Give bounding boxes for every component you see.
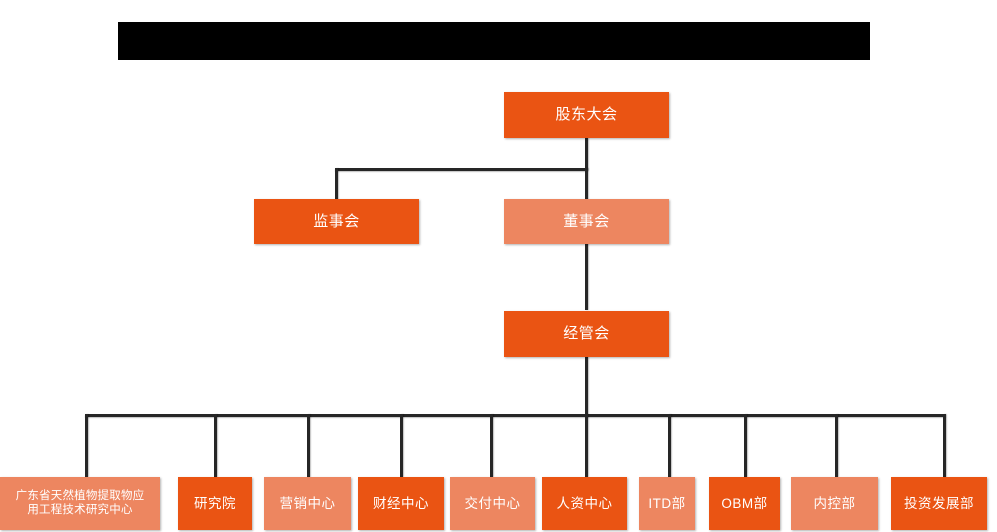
node-label: 广东省天然植物提取物应 用工程技术研究中心: [16, 490, 145, 517]
node-dept-guangdong-research-center[interactable]: 广东省天然植物提取物应 用工程技术研究中心: [0, 477, 160, 530]
node-dept-obm[interactable]: OBM部: [709, 477, 780, 530]
connector-drop-dept-07: [668, 414, 671, 477]
node-label: 研究院: [194, 495, 236, 511]
connector-bus: [85, 414, 946, 417]
connector-drop-dept-09: [835, 414, 838, 477]
redacted-title-bar: [118, 22, 870, 60]
node-label: 投资发展部: [904, 495, 974, 511]
connector-branch-supervisors: [335, 168, 588, 171]
node-board-of-supervisors[interactable]: 监事会: [254, 199, 419, 244]
connector-management-to-bus: [585, 357, 588, 417]
node-label: 交付中心: [464, 495, 521, 511]
node-board-of-directors[interactable]: 董事会: [504, 199, 669, 244]
connector-drop-dept-08: [744, 414, 747, 477]
node-label: 营销中心: [279, 495, 336, 511]
connector-drop-dept-10: [943, 414, 946, 477]
node-label: ITD部: [648, 495, 686, 511]
node-label-line1: 广东省天然植物提取物应: [15, 489, 145, 502]
node-label: 监事会: [313, 212, 360, 230]
connector-drop-dept-03: [307, 414, 310, 477]
connector-drop-dept-01: [85, 414, 88, 477]
connector-down-supervisors: [335, 168, 338, 200]
connector-down-directors: [585, 168, 588, 200]
node-label: 董事会: [563, 212, 610, 230]
connector-shareholders-down: [585, 138, 588, 171]
node-label: 经管会: [563, 325, 610, 343]
node-label: 股东大会: [555, 106, 618, 124]
node-management-committee[interactable]: 经管会: [504, 311, 669, 357]
node-dept-delivery-center[interactable]: 交付中心: [450, 477, 535, 530]
node-dept-marketing-center[interactable]: 营销中心: [264, 477, 351, 530]
connector-drop-dept-04: [400, 414, 403, 477]
connector-drop-dept-02: [214, 414, 217, 477]
connector-drop-dept-06: [585, 414, 588, 477]
node-label: 人资中心: [556, 495, 613, 511]
node-dept-research-institute[interactable]: 研究院: [178, 477, 252, 530]
node-dept-investment-development[interactable]: 投资发展部: [891, 477, 987, 530]
node-dept-itd[interactable]: ITD部: [639, 477, 695, 530]
node-label: 财经中心: [373, 495, 429, 511]
node-shareholders-meeting[interactable]: 股东大会: [504, 92, 669, 138]
node-dept-finance-center[interactable]: 财经中心: [358, 477, 444, 530]
node-label-line2: 用工程技术研究中心: [27, 503, 133, 516]
node-label: OBM部: [721, 495, 768, 511]
node-dept-internal-control[interactable]: 内控部: [791, 477, 878, 530]
node-label: 内控部: [813, 495, 856, 511]
node-dept-hr-center[interactable]: 人资中心: [542, 477, 627, 530]
connector-directors-to-management: [585, 243, 588, 310]
connector-drop-dept-05: [490, 414, 493, 477]
